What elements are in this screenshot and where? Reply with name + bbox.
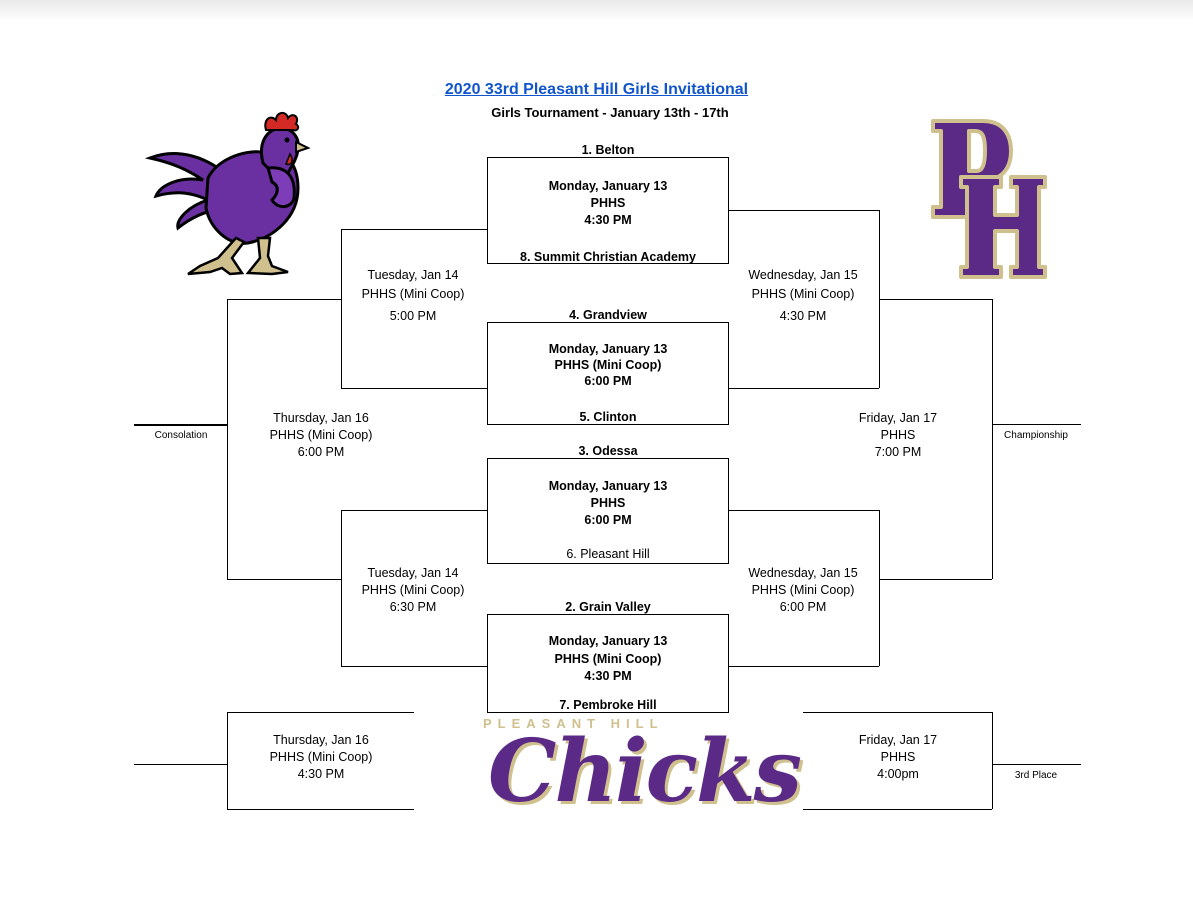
- third-time: 4:00pm: [828, 766, 968, 782]
- win-semi1-venue: PHHS (Mini Coop): [733, 286, 873, 302]
- championship-label: Championship: [992, 428, 1080, 444]
- cons-semi1-time: 5:00 PM: [343, 308, 483, 324]
- seed-1: 1. Belton: [487, 142, 729, 158]
- win-semi2-day: Wednesday, Jan 15: [733, 565, 873, 581]
- cons-semi1-day: Tuesday, Jan 14: [343, 267, 483, 283]
- cons-semi1-venue: PHHS (Mini Coop): [343, 286, 483, 302]
- game3-time: 6:00 PM: [487, 512, 729, 528]
- consolation-venue: PHHS (Mini Coop): [248, 427, 394, 443]
- rooster-mascot-icon: [148, 108, 313, 278]
- game4-time: 4:30 PM: [487, 668, 729, 684]
- consolation-label: Consolation: [136, 428, 226, 444]
- game1-date: Monday, January 13: [487, 178, 729, 194]
- win-semi2-time: 6:00 PM: [733, 599, 873, 615]
- seed-5: 5. Clinton: [487, 409, 729, 425]
- seed-8: 8. Summit Christian Academy: [487, 249, 729, 265]
- seed-4: 4. Grandview: [487, 307, 729, 323]
- win-semi1-day: Wednesday, Jan 15: [733, 267, 873, 283]
- cons-semi2-time: 6:30 PM: [343, 599, 483, 615]
- seventh-venue: PHHS (Mini Coop): [248, 749, 394, 765]
- third-day: Friday, Jan 17: [828, 732, 968, 748]
- game1-venue: PHHS: [487, 195, 729, 211]
- chicks-logo-word: Chicks: [488, 722, 800, 822]
- third-venue: PHHS: [828, 749, 968, 765]
- game1-time: 4:30 PM: [487, 212, 729, 228]
- ph-logo-icon: [925, 115, 1050, 285]
- game3-date: Monday, January 13: [487, 478, 729, 494]
- game2-time: 6:00 PM: [487, 373, 729, 389]
- top-shade: [0, 0, 1193, 22]
- game2-venue: PHHS (Mini Coop): [487, 357, 729, 373]
- cons-semi2-day: Tuesday, Jan 14: [343, 565, 483, 581]
- page-title[interactable]: 2020 33rd Pleasant Hill Girls Invitation…: [0, 81, 1193, 99]
- championship-day: Friday, Jan 17: [828, 410, 968, 426]
- championship-venue: PHHS: [828, 427, 968, 443]
- championship-time: 7:00 PM: [828, 444, 968, 460]
- seed-6: 6. Pleasant Hill: [487, 546, 729, 562]
- game2-date: Monday, January 13: [487, 341, 729, 357]
- seed-7: 7. Pembroke Hill: [487, 697, 729, 713]
- game3-venue: PHHS: [487, 495, 729, 511]
- seed-3: 3. Odessa: [487, 443, 729, 459]
- third-place-label: 3rd Place: [992, 768, 1080, 784]
- game4-date: Monday, January 13: [487, 633, 729, 649]
- win-semi2-venue: PHHS (Mini Coop): [733, 582, 873, 598]
- consolation-day: Thursday, Jan 16: [248, 410, 394, 426]
- win-semi1-time: 4:30 PM: [733, 308, 873, 324]
- game4-venue: PHHS (Mini Coop): [487, 651, 729, 667]
- consolation-time: 6:00 PM: [248, 444, 394, 460]
- cons-semi2-venue: PHHS (Mini Coop): [343, 582, 483, 598]
- seed-2: 2. Grain Valley: [487, 599, 729, 615]
- seventh-time: 4:30 PM: [248, 766, 394, 782]
- seventh-day: Thursday, Jan 16: [248, 732, 394, 748]
